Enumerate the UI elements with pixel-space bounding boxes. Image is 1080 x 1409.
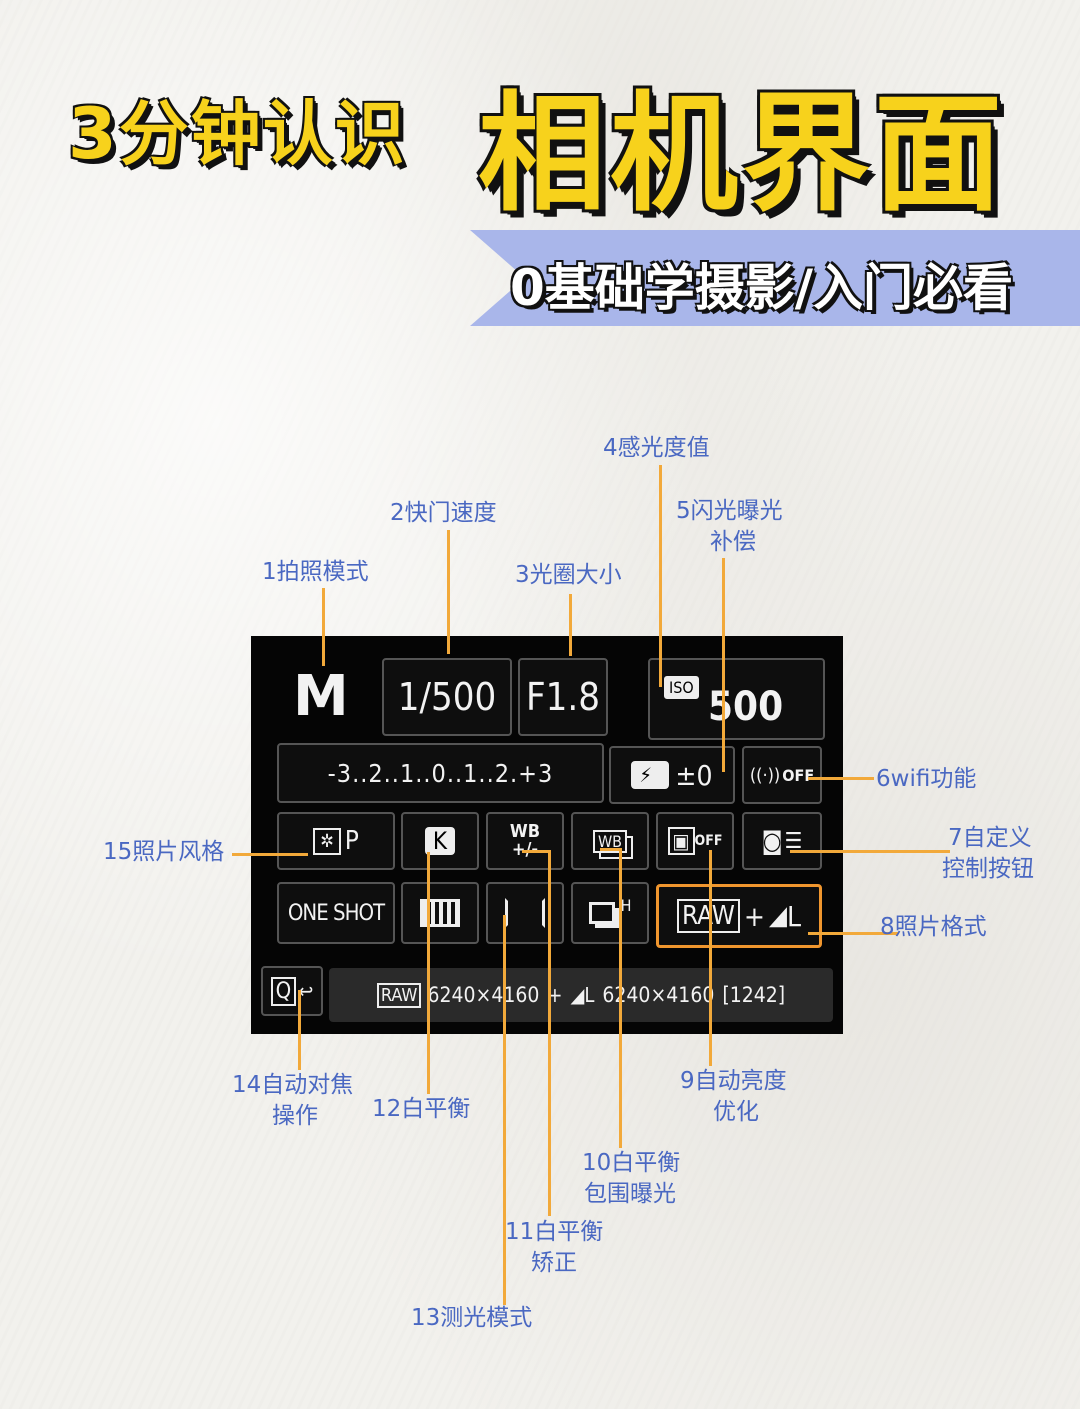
quality-raw: RAW [676, 899, 740, 933]
label-flash-comp-b: 补偿 [710, 529, 756, 555]
leader-13 [503, 915, 506, 1305]
camera-screen: M 1/500 F1.8 ISO 500 -3..2..1..0..1..2.+… [251, 636, 843, 1034]
label-wb-shift-a: 11白平衡 [505, 1219, 604, 1245]
aperture-box[interactable]: F1.8 [518, 658, 608, 736]
status-raw: RAW [376, 982, 422, 1008]
label-af-b: 操作 [272, 1103, 318, 1129]
drive-mode-value: H [620, 895, 632, 915]
shutter-speed: 1/500 [397, 675, 497, 719]
white-balance-icon: K [424, 827, 456, 855]
label-picture-style: 15照片风格 [103, 839, 225, 865]
page-title: 相机界面 [478, 80, 1007, 229]
leader-7 [790, 850, 950, 853]
title-prefix: 3分钟认识 [68, 93, 407, 175]
alo-state: OFF [694, 833, 723, 849]
subtitle: 0基础学摄影/入门必看 [510, 259, 1014, 317]
wb-shift-box[interactable]: WB +/- [486, 812, 564, 870]
shutter-speed-box[interactable]: 1/500 [382, 658, 512, 736]
menu-lines-icon: ☰ [784, 828, 803, 854]
metering-box[interactable] [486, 882, 564, 944]
label-iso: 4感光度值 [603, 435, 710, 461]
label-wb-bracket-a: 10白平衡 [582, 1150, 681, 1176]
leader-8 [808, 932, 898, 935]
label-shutter-speed: 2快门速度 [390, 500, 497, 526]
label-wb-bracket-b: 包围曝光 [584, 1181, 676, 1207]
iso-box[interactable]: ISO 500 [648, 658, 825, 740]
alo-box[interactable]: ▣ OFF [656, 812, 734, 870]
leader-11-stub [522, 850, 550, 853]
wb-shift-icon: WB +/- [509, 821, 541, 859]
aperture: F1.8 [525, 675, 600, 719]
status-jpeg-icon: ◢ [570, 983, 585, 1007]
drive-mode-box[interactable]: H [571, 882, 649, 944]
iso-value: 500 [708, 684, 784, 730]
label-white-balance: 12白平衡 [372, 1096, 471, 1122]
status-shots: [1242] [722, 983, 786, 1007]
af-mode-box[interactable]: ONE SHOT [277, 882, 395, 944]
label-af-a: 14自动对焦 [232, 1072, 354, 1098]
quick-menu-button[interactable]: Q ↩ [261, 966, 323, 1016]
alo-icon: ▣ [667, 827, 695, 855]
drive-mode-icon [588, 902, 615, 924]
white-balance-box[interactable]: K [401, 812, 479, 870]
leader-5 [722, 558, 725, 772]
label-alo-b: 优化 [713, 1099, 759, 1125]
wifi-icon: ((·)) [749, 764, 781, 786]
leader-10 [619, 848, 622, 1148]
subtitle-banner [470, 230, 1080, 326]
metering-icon [505, 898, 545, 928]
quality-jpeg-icon: ◢ [768, 901, 787, 931]
exposure-scale: -3..2..1..0..1..2.+3 [327, 758, 554, 788]
leader-9 [709, 850, 712, 1066]
flash-comp-box[interactable]: ⚡ ±0 [609, 746, 735, 804]
leader-3 [569, 594, 572, 656]
wifi-box[interactable]: ((·)) OFF [742, 746, 822, 804]
custom-controls-box[interactable]: ◙ ☰ [742, 812, 822, 870]
return-icon: ↩ [298, 979, 314, 1003]
status-raw-size: 6240×4160 [427, 983, 540, 1007]
picture-style-box[interactable]: ✲ P [277, 812, 395, 870]
label-alo-a: 9自动亮度 [680, 1068, 787, 1094]
leader-4 [659, 465, 662, 687]
leader-14 [298, 990, 301, 1070]
iso-tag: ISO [664, 676, 699, 699]
status-plus: + [547, 983, 563, 1007]
wb-bracket-box[interactable]: WB [571, 812, 649, 870]
q-icon: Q [270, 976, 297, 1006]
image-quality-box[interactable]: RAW + ◢ L [656, 884, 822, 948]
label-flash-comp-a: 5闪光曝光 [676, 498, 783, 524]
af-mode: ONE SHOT [287, 900, 385, 926]
exposure-level-box[interactable]: -3..2..1..0..1..2.+3 [277, 743, 604, 803]
label-metering: 13测光模式 [411, 1305, 533, 1331]
label-custom-a: 7自定义 [948, 825, 1032, 851]
shooting-mode[interactable]: M [293, 664, 349, 729]
leader-11 [548, 850, 551, 1216]
leader-10-stub [600, 848, 622, 851]
wifi-state: OFF [782, 765, 815, 785]
camera-icon: ◙ [761, 827, 783, 855]
label-aperture: 3光圈大小 [515, 562, 622, 588]
leader-15 [232, 853, 308, 856]
label-shooting-mode: 1拍照模式 [262, 559, 369, 585]
label-custom-b: 控制按钮 [942, 856, 1034, 882]
label-wifi: 6wifi功能 [876, 766, 977, 792]
quality-plus: + [743, 899, 765, 933]
flash-comp-value: ±0 [675, 758, 713, 792]
af-area-icon [420, 899, 460, 927]
leader-6 [808, 777, 874, 780]
af-area-box[interactable] [401, 882, 479, 944]
status-bar: RAW 6240×4160 + ◢ L 6240×4160 [1242] [329, 968, 833, 1022]
status-jpeg: L [584, 983, 595, 1007]
wb-bracket-icon: WB [592, 829, 628, 853]
quality-jpeg: L [786, 899, 802, 933]
flash-comp-icon: ⚡ [631, 761, 670, 789]
label-wb-shift-b: 矫正 [531, 1250, 577, 1276]
leader-2 [447, 530, 450, 654]
leader-12 [427, 852, 430, 1094]
picture-style-value: P [344, 826, 359, 856]
leader-1 [322, 588, 325, 666]
label-image-format: 8照片格式 [880, 914, 987, 940]
picture-style-icon: ✲ [313, 827, 341, 855]
